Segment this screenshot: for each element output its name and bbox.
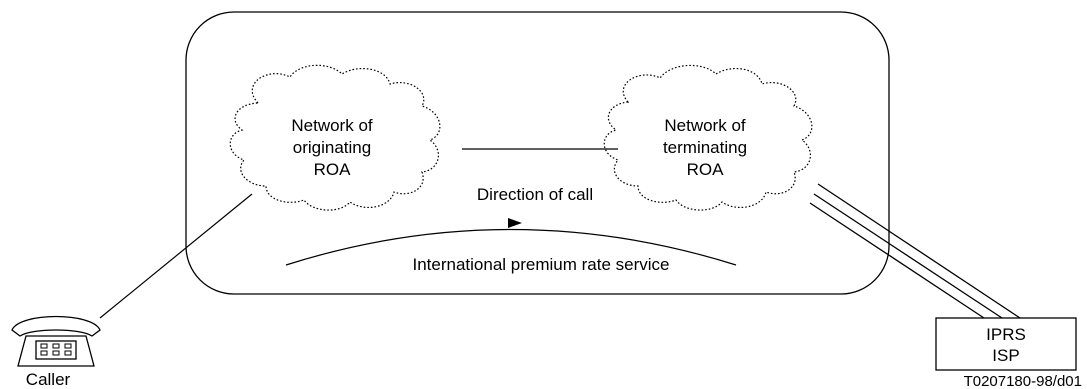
service-domain-boundary — [185, 11, 890, 295]
originating-network-cloud: Network of originating ROA — [229, 64, 441, 211]
terminating-cloud-line-1: Network of — [664, 116, 746, 135]
isp-box-line-1: IPRS — [986, 325, 1026, 344]
origin-cloud-line-3: ROA — [314, 160, 352, 179]
origin-cloud-line-1: Network of — [291, 116, 373, 135]
caller-access-line — [99, 193, 253, 319]
isp-box-line-2: ISP — [992, 346, 1019, 365]
figure-id: T0207180-98/d01 — [964, 373, 1082, 389]
isp-connection-lines — [809, 183, 1021, 319]
caller-label: Caller — [26, 370, 71, 389]
service-label: International premium rate service — [412, 255, 669, 274]
arrowhead-icon — [508, 218, 522, 228]
direction-of-call-label: Direction of call — [477, 185, 593, 204]
terminating-cloud-line-2: terminating — [663, 138, 747, 157]
terminating-cloud-line-3: ROA — [687, 160, 725, 179]
origin-cloud-line-2: originating — [293, 138, 371, 157]
telephone-icon — [11, 315, 101, 367]
service-arc — [285, 228, 737, 266]
terminating-network-cloud: Network of terminating ROA — [603, 64, 813, 211]
isp-box: IPRS ISP — [935, 317, 1077, 371]
